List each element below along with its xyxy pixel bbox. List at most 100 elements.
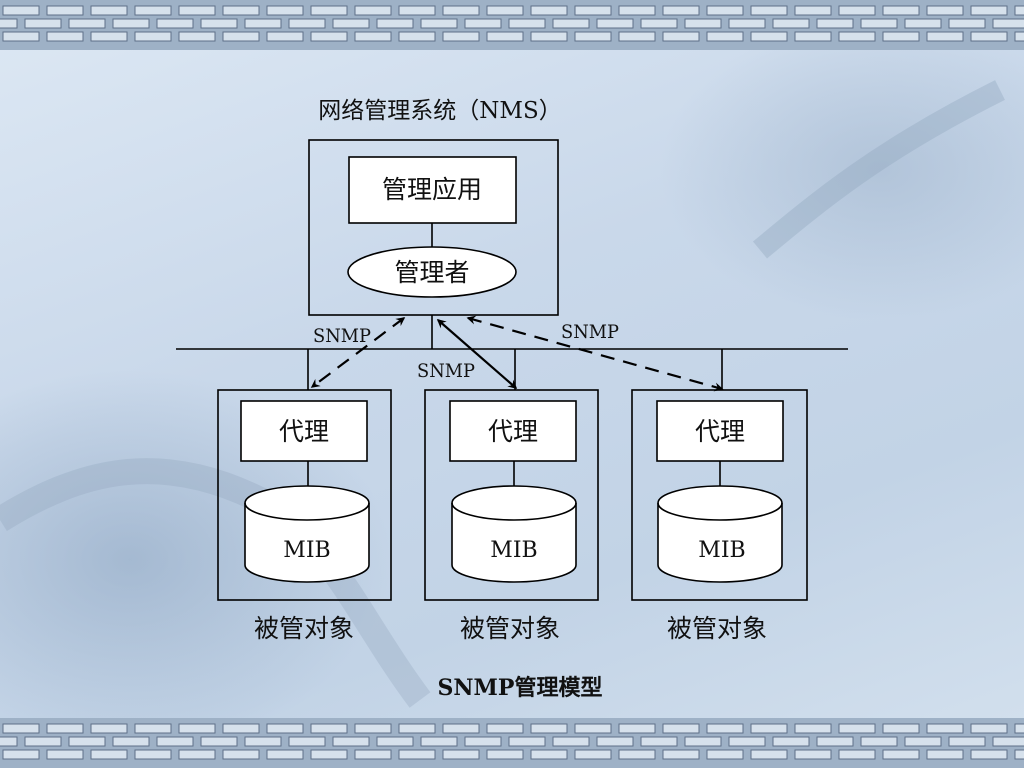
border-brick — [178, 5, 216, 16]
border-brick — [442, 749, 480, 760]
border-brick — [728, 18, 766, 29]
border-brick — [640, 18, 678, 29]
border-brick — [706, 31, 744, 42]
border-brick — [530, 749, 568, 760]
managed-object-1: 代理 MIB 被管对象 — [217, 349, 392, 643]
managed-object-label: 被管对象 — [460, 614, 560, 643]
snmp-label-left: SNMP — [313, 325, 371, 347]
border-brick — [750, 31, 788, 42]
border-brick — [222, 5, 260, 16]
border-brick — [376, 736, 414, 747]
border-brick — [948, 18, 986, 29]
border-brick — [1014, 749, 1024, 760]
managed-object-label: 被管对象 — [254, 614, 354, 643]
border-brick — [0, 736, 18, 747]
border-brick — [90, 5, 128, 16]
border-brick — [926, 5, 964, 16]
border-brick — [662, 5, 700, 16]
border-brick — [486, 723, 524, 734]
border-brick — [970, 723, 1008, 734]
border-brick — [618, 749, 656, 760]
snmp-label-right: SNMP — [561, 321, 619, 343]
bottom-decorative-border — [0, 718, 1024, 768]
border-brick — [904, 736, 942, 747]
border-brick — [178, 31, 216, 42]
border-brick — [24, 736, 62, 747]
border-brick — [596, 736, 634, 747]
snmp-arrow-agent-3 — [466, 315, 724, 392]
border-brick — [244, 18, 282, 29]
border-brick — [574, 5, 612, 16]
border-brick — [156, 18, 194, 29]
border-brick — [706, 749, 744, 760]
border-brick — [574, 31, 612, 42]
management-app-label: 管理应用 — [382, 175, 482, 204]
border-brick — [0, 18, 18, 29]
border-brick — [772, 18, 810, 29]
border-brick — [860, 736, 898, 747]
border-brick — [310, 31, 348, 42]
snmp-label-middle: SNMP — [417, 360, 475, 382]
border-brick — [1014, 31, 1024, 42]
border-brick — [750, 5, 788, 16]
border-brick — [1014, 723, 1024, 734]
border-brick — [332, 736, 370, 747]
border-brick — [310, 723, 348, 734]
managed-object-3: 代理 MIB 被管对象 — [631, 349, 808, 643]
border-brick — [530, 5, 568, 16]
border-brick — [46, 5, 84, 16]
border-brick — [46, 749, 84, 760]
border-brick — [838, 5, 876, 16]
agent-label: 代理 — [695, 417, 745, 446]
managed-object-frame — [217, 389, 392, 601]
border-brick — [596, 18, 634, 29]
border-brick — [816, 18, 854, 29]
border-brick — [332, 18, 370, 29]
border-brick — [882, 749, 920, 760]
management-app-box — [348, 156, 517, 224]
border-brick — [134, 5, 172, 16]
border-brick — [882, 5, 920, 16]
border-brick — [948, 736, 986, 747]
border-brick — [266, 5, 304, 16]
manager-ellipse — [347, 246, 517, 298]
border-brick — [266, 723, 304, 734]
border-brick — [222, 31, 260, 42]
nms-title: 网络管理系统（NMS） — [318, 98, 561, 124]
border-brick — [310, 749, 348, 760]
mib-cylinder — [451, 485, 577, 583]
border-brick — [486, 5, 524, 16]
border-brick — [266, 31, 304, 42]
border-brick — [2, 31, 40, 42]
border-brick — [574, 749, 612, 760]
border-brick — [442, 31, 480, 42]
border-brick — [112, 736, 150, 747]
border-brick — [266, 749, 304, 760]
top-decorative-border — [0, 0, 1024, 50]
border-brick — [706, 723, 744, 734]
border-brick — [398, 31, 436, 42]
border-brick — [486, 31, 524, 42]
border-brick — [376, 18, 414, 29]
mib-label: MIB — [490, 538, 537, 563]
border-brick — [310, 5, 348, 16]
border-brick — [464, 736, 502, 747]
mib-cylinder-rim — [451, 502, 577, 521]
border-brick — [838, 723, 876, 734]
border-brick — [420, 18, 458, 29]
border-brick — [398, 5, 436, 16]
mib-cylinder — [657, 485, 783, 583]
border-brick — [574, 723, 612, 734]
border-brick — [882, 723, 920, 734]
border-brick — [24, 18, 62, 29]
border-brick — [508, 18, 546, 29]
mib-label: MIB — [283, 538, 330, 563]
border-brick — [134, 749, 172, 760]
border-brick — [750, 749, 788, 760]
border-brick — [68, 736, 106, 747]
mib-cylinder — [244, 485, 370, 583]
agent-label: 代理 — [279, 417, 329, 446]
border-brick — [90, 749, 128, 760]
border-brick — [618, 31, 656, 42]
border-brick — [838, 749, 876, 760]
